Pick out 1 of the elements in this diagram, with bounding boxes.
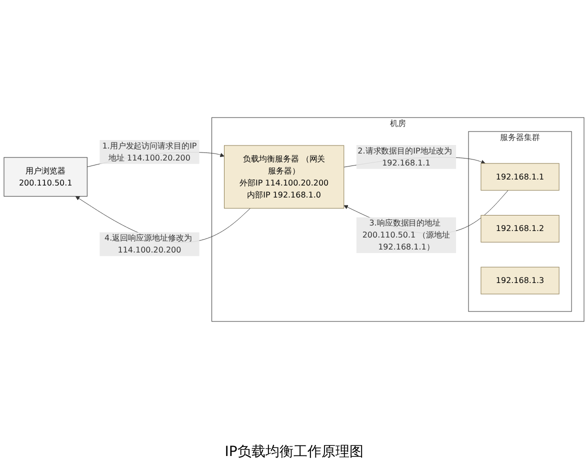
caption: IP负载均衡工作原理图 (224, 443, 364, 462)
